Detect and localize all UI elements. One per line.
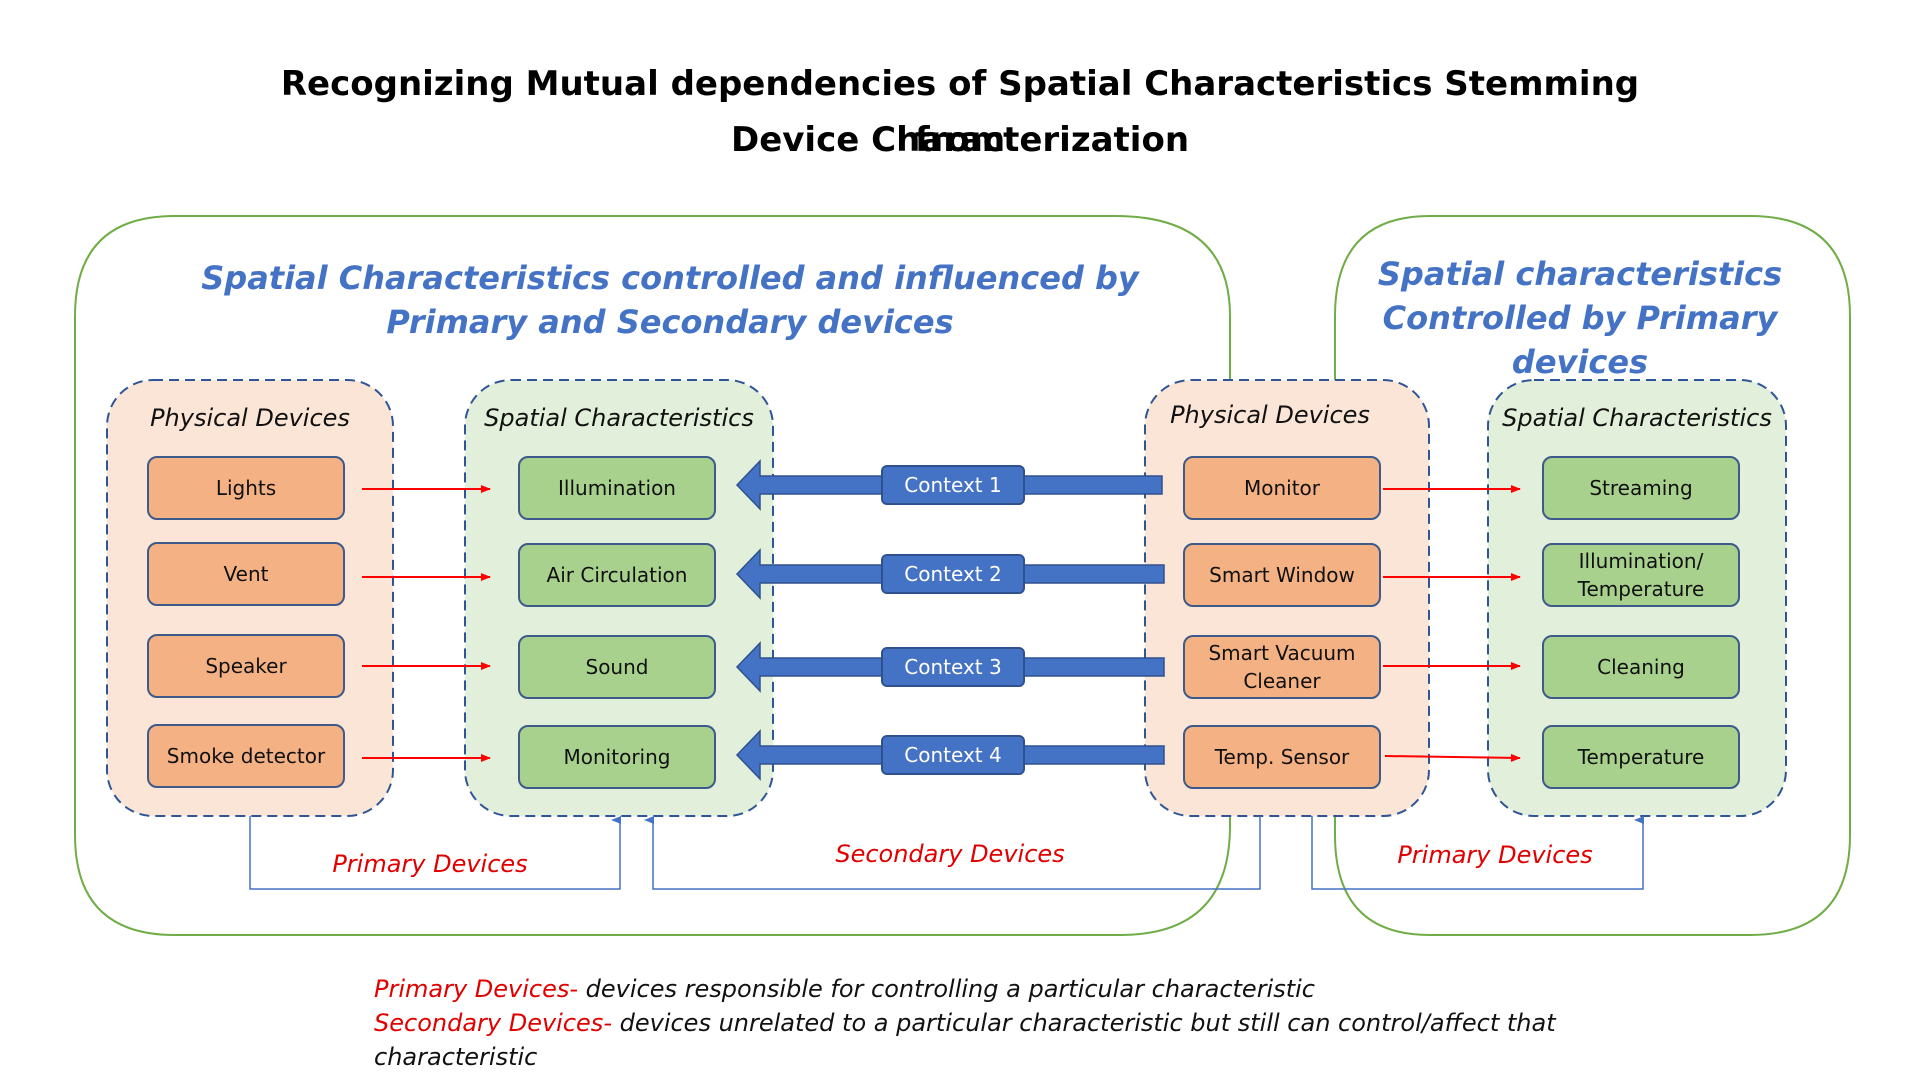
- characteristic-box-sound: Sound: [518, 635, 716, 699]
- device-box-speaker: Speaker: [147, 634, 345, 698]
- characteristic-box-monitoring: Monitoring: [518, 725, 716, 789]
- left-group-outline: [74, 215, 1231, 936]
- primary-connector-left: [249, 816, 621, 890]
- characteristic-box-illumination-temperature: Illumination/ Temperature: [1542, 543, 1740, 607]
- characteristic-box-illumination: Illumination: [518, 456, 716, 520]
- left-physical-panel-title: Physical Devices: [150, 404, 350, 432]
- device-box-temp-sensor: Temp. Sensor: [1183, 725, 1381, 789]
- characteristic-box-temperature: Temperature: [1542, 725, 1740, 789]
- device-box-lights: Lights: [147, 456, 345, 520]
- device-box-vent: Vent: [147, 542, 345, 606]
- device-box-monitor: Monitor: [1183, 456, 1381, 520]
- characteristic-box-air-circulation: Air Circulation: [518, 543, 716, 607]
- legend-secondary-line-2: characteristic: [374, 1043, 538, 1071]
- characteristic-box-streaming: Streaming: [1542, 456, 1740, 520]
- secondary-devices-label: Secondary Devices: [835, 840, 1065, 868]
- right-physical-panel-title: Physical Devices: [1170, 401, 1370, 429]
- left-group-title-line-1: Spatial Characteristics controlled and i…: [201, 259, 1139, 297]
- legend-primary-term: Primary Devices-: [374, 975, 579, 1003]
- left-group-title-line-2: Primary and Secondary devices: [386, 303, 954, 341]
- red-arrow: [1384, 753, 1521, 762]
- left-spatial-panel-title: Spatial Characteristics: [484, 404, 754, 432]
- context-label-4: Context 4: [881, 735, 1025, 775]
- right-group-outline: [1334, 215, 1851, 936]
- legend-secondary-desc-line-1: devices unrelated to a particular charac…: [611, 1009, 1556, 1037]
- device-box-smart-window: Smart Window: [1183, 543, 1381, 607]
- device-box-smoke-detector: Smoke detector: [147, 724, 345, 788]
- legend-secondary-term: Secondary Devices-: [374, 1009, 612, 1037]
- legend-primary-desc: devices responsible for controlling a pa…: [578, 975, 1316, 1003]
- context-label-3: Context 3: [881, 647, 1025, 687]
- right-spatial-panel-title: Spatial Characteristics: [1502, 404, 1772, 432]
- main-title-line-1: Recognizing Mutual dependencies of Spati…: [280, 64, 1640, 160]
- primary-devices-label-right: Primary Devices: [1397, 841, 1593, 869]
- main-title-line-2: Device Characterization: [730, 120, 1190, 160]
- legend-secondary: Secondary Devices- devices unrelated to …: [374, 1006, 1574, 1040]
- device-box-smart-vacuum-cleaner: Smart Vacuum Cleaner: [1183, 635, 1381, 699]
- right-group-title-line-2: Controlled by Primary devices: [1382, 299, 1778, 381]
- primary-connector-right: [1311, 816, 1644, 890]
- context-label-2: Context 2: [881, 554, 1025, 594]
- characteristic-box-cleaning: Cleaning: [1542, 635, 1740, 699]
- right-group-title-line-1: Spatial characteristics: [1377, 255, 1783, 293]
- context-label-1: Context 1: [881, 465, 1025, 505]
- legend-primary: Primary Devices- devices responsible for…: [374, 972, 1574, 1006]
- primary-devices-label-left: Primary Devices: [332, 850, 528, 878]
- secondary-connector: [644, 816, 1261, 890]
